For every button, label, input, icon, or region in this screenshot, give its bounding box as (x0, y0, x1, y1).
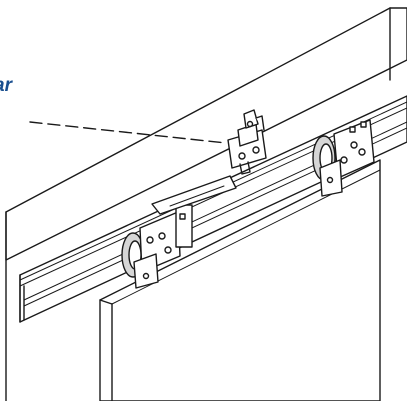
left-roller-hanger (121, 204, 193, 289)
callout-label: ar (0, 75, 12, 96)
wall-panel (5, 7, 407, 401)
right-roller-hanger (312, 119, 375, 197)
callout-leader-line (29, 121, 227, 144)
stop-clip (227, 109, 267, 175)
connector-strap (151, 175, 237, 215)
